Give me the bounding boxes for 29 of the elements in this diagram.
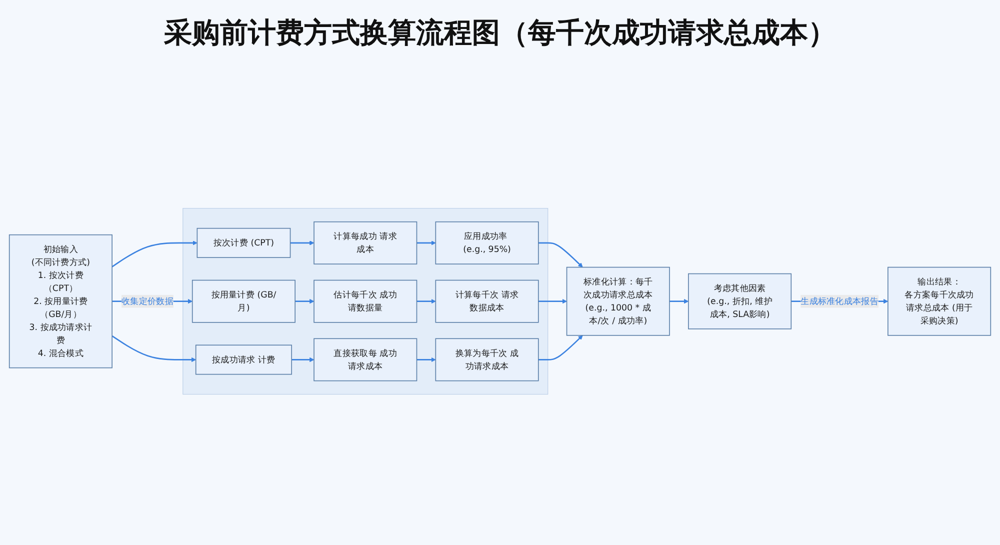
node-box: 应用成功率 (e.g., 95%) <box>435 222 539 265</box>
node-box: 按次计费 (CPT) <box>196 228 291 258</box>
arrow <box>538 299 567 304</box>
node-box: 初始输入 (不同计费方式) 1. 按次计费（CPT） 2. 按用量计费（GB/月） 3. 按成功请求计费 4. 混合模式 <box>8 234 112 368</box>
arrow <box>670 299 689 304</box>
arrow <box>290 240 314 246</box>
edge-label: 生成标准化成本报告 <box>800 296 878 306</box>
node-box: 直接获取每 成功请求成本 <box>314 338 418 382</box>
arrow <box>416 240 436 246</box>
diagram-title: 采购前计费方式换算流程图（每千次成功请求总成本） <box>164 15 836 51</box>
node-box: 考虑其他因素 (e.g., 折扣, 维护成本, SLA影响) <box>688 274 792 330</box>
arrow <box>292 358 314 362</box>
edge-label: 收集定价数据 <box>122 296 174 306</box>
node-box: 估计每千次 成功请数据量 <box>314 280 418 323</box>
cluster <box>182 208 548 395</box>
arrow <box>538 335 583 361</box>
node-box: 按用量计费 (GB/月) <box>192 280 296 323</box>
arrow <box>416 358 436 362</box>
node-box: 输出结果： 各方案每千次成功请求总成本 (用于采购决策) <box>888 267 992 336</box>
arrow <box>538 242 583 268</box>
node-box: 计算每成功 请求成本 <box>314 222 418 265</box>
node-box: 换算为每千次 成功请求成本 <box>435 338 539 382</box>
node-box: 按成功请求 计费 <box>195 344 292 375</box>
arrow <box>112 240 198 268</box>
arrow <box>295 299 314 304</box>
node-box: 计算每千次 请求数据成本 <box>435 280 539 323</box>
arrow <box>112 336 196 362</box>
arrow <box>416 299 436 304</box>
node-box: 标准化计算：每千次成功请求总成本 (e.g., 1000 * 成本/次 / 成功率) <box>566 267 670 336</box>
